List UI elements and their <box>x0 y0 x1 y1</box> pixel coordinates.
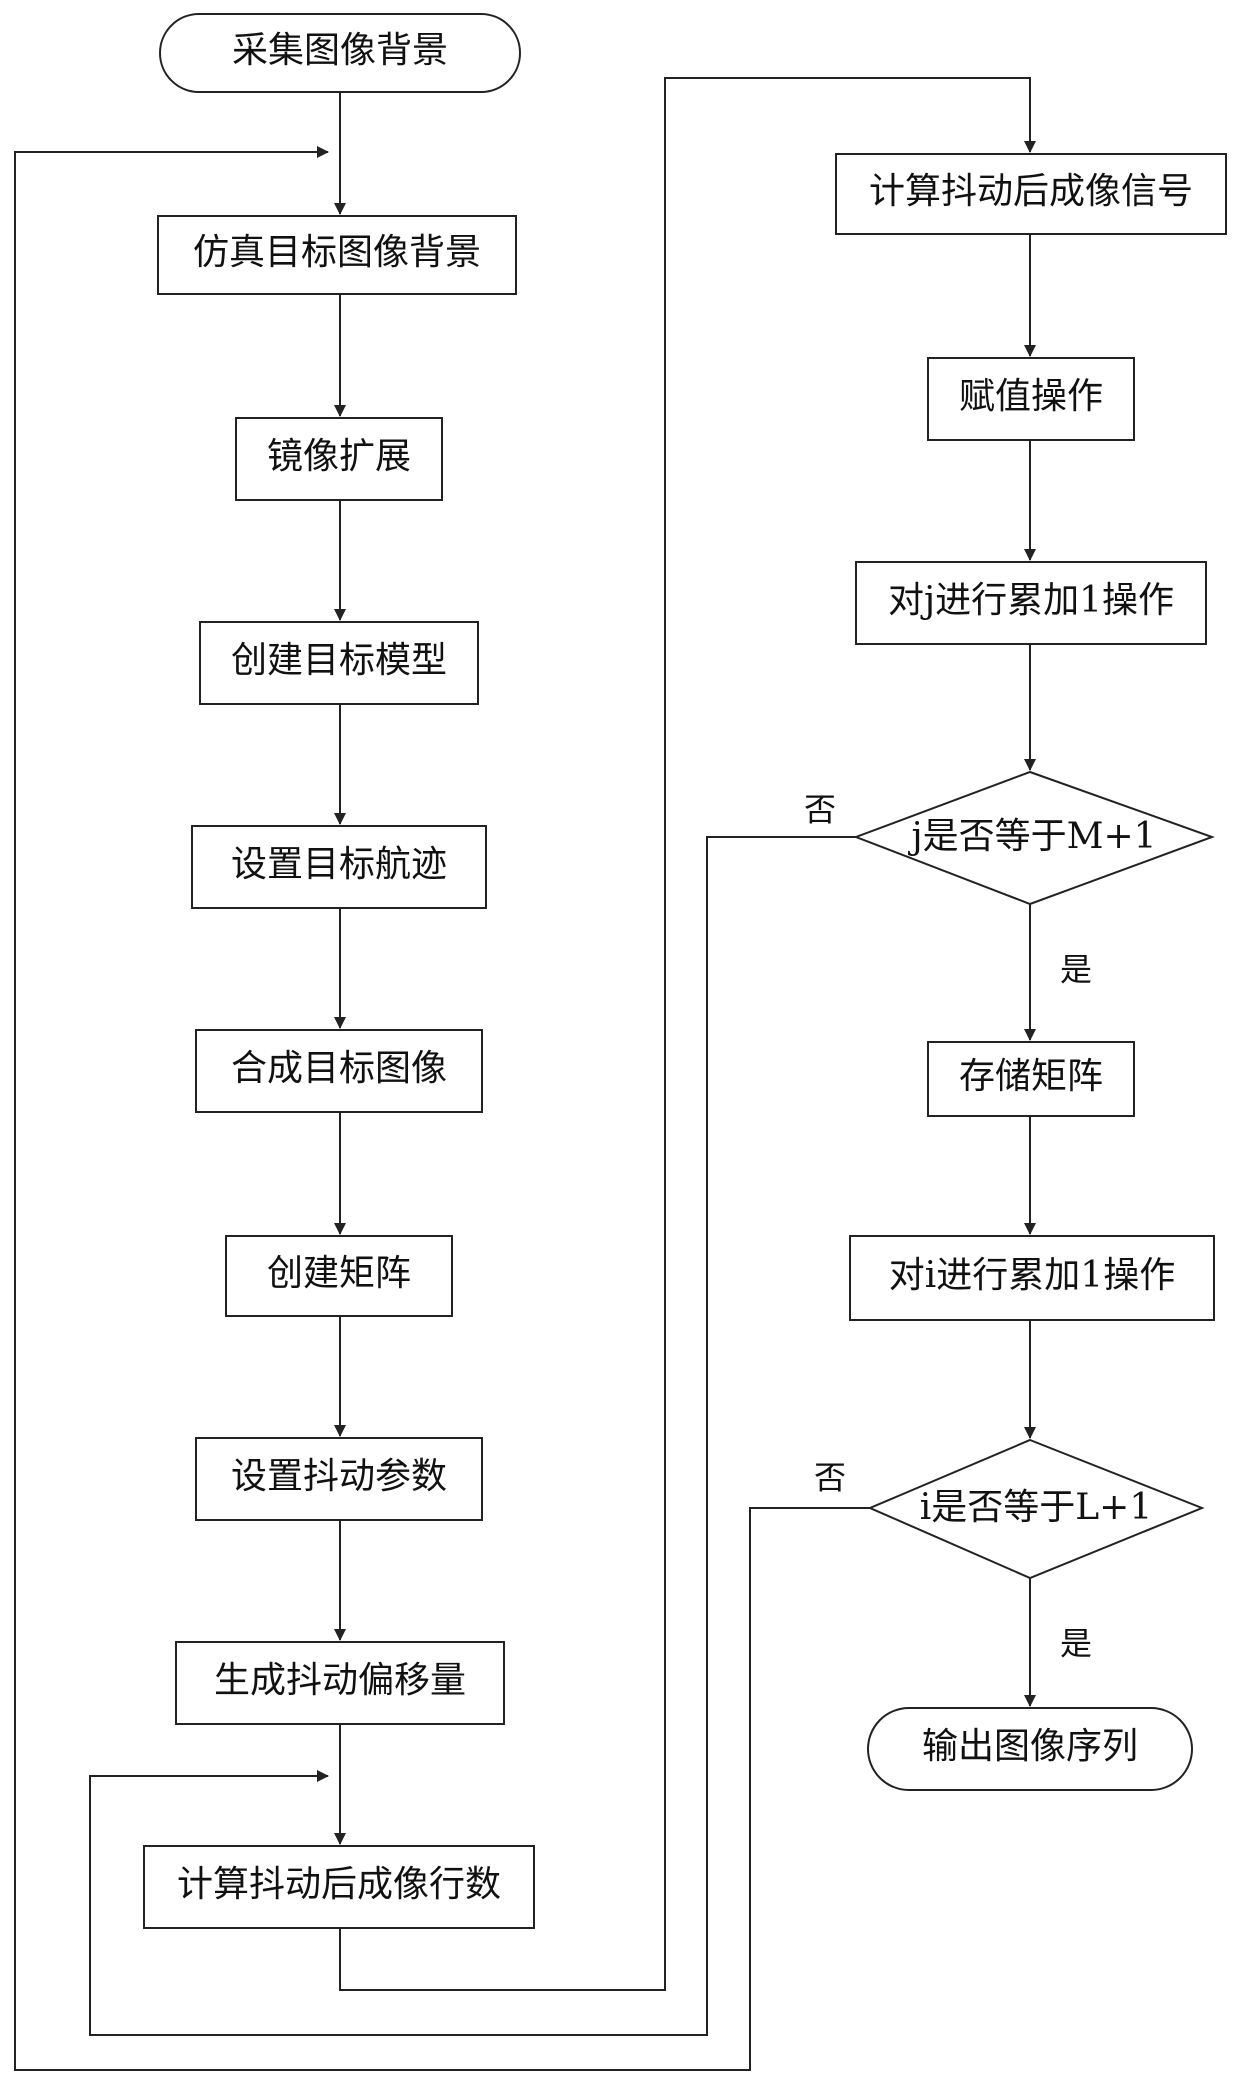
node-create-model: 创建目标模型 <box>199 621 479 705</box>
node-cond-i: i是否等于L+1 <box>867 1438 1205 1580</box>
node-inc-j-label: 对j进行累加1操作 <box>888 580 1174 621</box>
node-set-jitter: 设置抖动参数 <box>195 1437 483 1521</box>
label-condi-yes: 是 <box>1060 1625 1092 1663</box>
node-sim-background: 仿真目标图像背景 <box>157 215 517 295</box>
node-calc-signal: 计算抖动后成像信号 <box>835 153 1227 235</box>
node-calc-signal-label: 计算抖动后成像信号 <box>869 171 1193 212</box>
node-calc-rows: 计算抖动后成像行数 <box>143 1845 535 1929</box>
node-create-model-label: 创建目标模型 <box>231 640 447 681</box>
edge-rows-to-signal <box>339 77 1036 1991</box>
node-synth-image-label: 合成目标图像 <box>231 1048 447 1089</box>
node-mirror-expand-label: 镜像扩展 <box>267 436 411 477</box>
node-end-label: 输出图像序列 <box>922 1726 1138 1767</box>
node-gen-offset: 生成抖动偏移量 <box>175 1641 505 1725</box>
node-create-matrix-label: 创建矩阵 <box>267 1253 411 1294</box>
edge-condi-no-loop <box>14 146 870 2071</box>
node-end: 输出图像序列 <box>867 1707 1193 1791</box>
node-cond-i-label: i是否等于L+1 <box>920 1487 1153 1528</box>
label-condi-no: 否 <box>814 1459 846 1497</box>
node-store-matrix-label: 存储矩阵 <box>959 1056 1103 1097</box>
node-synth-image: 合成目标图像 <box>195 1029 483 1113</box>
node-calc-rows-label: 计算抖动后成像行数 <box>177 1864 501 1905</box>
label-condj-no: 否 <box>804 791 836 829</box>
node-inc-j: 对j进行累加1操作 <box>855 561 1207 645</box>
node-start-label: 采集图像背景 <box>232 30 448 71</box>
node-store-matrix: 存储矩阵 <box>927 1041 1135 1117</box>
node-start: 采集图像背景 <box>159 13 521 93</box>
node-gen-offset-label: 生成抖动偏移量 <box>214 1660 466 1701</box>
node-sim-background-label: 仿真目标图像背景 <box>193 232 481 273</box>
node-assign: 赋值操作 <box>927 357 1135 441</box>
node-cond-j-label: j是否等于M+1 <box>907 816 1156 857</box>
edges <box>14 77 1036 2071</box>
edge-condj-no-loop <box>89 836 856 2036</box>
node-set-track: 设置目标航迹 <box>191 825 487 909</box>
node-create-matrix: 创建矩阵 <box>225 1235 453 1317</box>
node-set-track-label: 设置目标航迹 <box>231 844 447 885</box>
node-inc-i-label: 对i进行累加1操作 <box>889 1255 1175 1296</box>
node-set-jitter-label: 设置抖动参数 <box>231 1456 447 1497</box>
node-mirror-expand: 镜像扩展 <box>235 417 443 501</box>
node-assign-label: 赋值操作 <box>959 376 1103 417</box>
node-inc-i: 对i进行累加1操作 <box>849 1235 1215 1321</box>
label-condj-yes: 是 <box>1060 951 1092 989</box>
node-cond-j: j是否等于M+1 <box>853 770 1215 906</box>
